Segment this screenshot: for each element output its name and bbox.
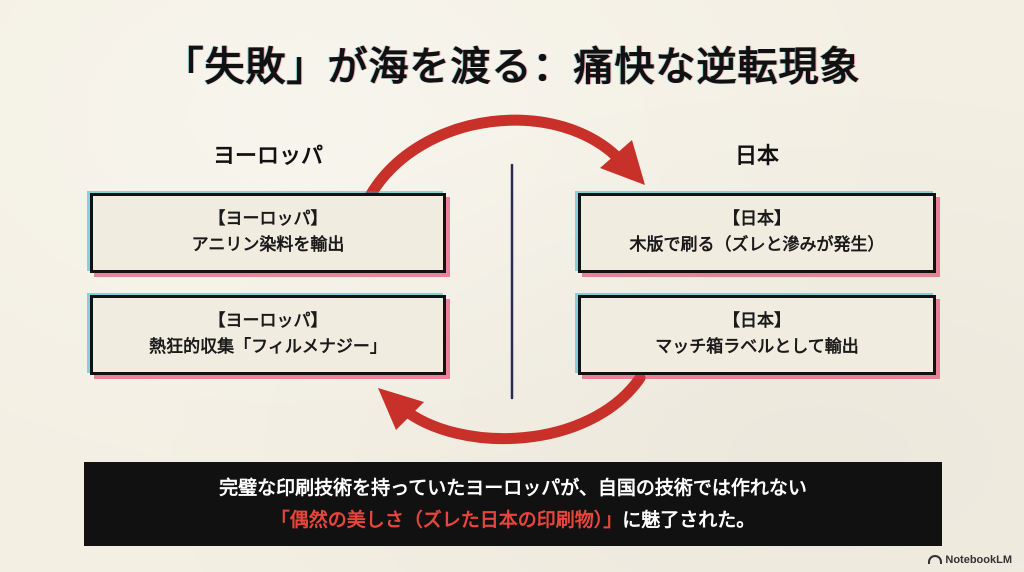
banner-highlight: 「偶然の美しさ（ズレた日本の印刷物）」	[270, 509, 623, 531]
brand-label: NotebookLM	[945, 554, 1012, 566]
japan-box-export: 【日本】 マッチ箱ラベルとして輸出	[578, 295, 936, 375]
banner-line-1: 完璧な印刷技術を持っていたヨーロッパが、自国の技術では作れない	[219, 477, 807, 499]
slide-title: 「失敗」が海を渡る：痛快な逆転現象	[163, 44, 861, 90]
brand-watermark: NotebookLM	[928, 554, 1012, 566]
box-tag: 【ヨーロッパ】	[208, 311, 328, 331]
box-text: 熱狂的収集「フィルメナジー」	[149, 337, 387, 357]
column-heading-europe: ヨーロッパ	[212, 144, 323, 169]
europe-box-collecting: 【ヨーロッパ】 熱狂的収集「フィルメナジー」	[90, 295, 446, 375]
arrow-japan-to-europe	[396, 372, 646, 445]
summary-banner: 完璧な印刷技術を持っていたヨーロッパが、自国の技術では作れない 「偶然の美しさ（…	[84, 462, 942, 546]
japan-box-printing: 【日本】 木版で刷る（ズレと滲みが発生）	[578, 193, 936, 273]
arrow-head-bottom	[378, 388, 424, 430]
banner-line-2-rest: に魅了された。	[622, 509, 756, 531]
box-text: アニリン染料を輸出	[191, 235, 345, 255]
box-tag: 【日本】	[723, 311, 791, 331]
banner-line-2: 「偶然の美しさ（ズレた日本の印刷物）」に魅了された。	[84, 504, 942, 536]
box-tag: 【ヨーロッパ】	[208, 209, 328, 229]
notebooklm-logo-icon	[928, 555, 943, 564]
box-tag: 【日本】	[723, 209, 791, 229]
box-text: マッチ箱ラベルとして輸出	[655, 337, 859, 357]
europe-box-export: 【ヨーロッパ】 アニリン染料を輸出	[90, 193, 446, 273]
column-heading-japan: 日本	[734, 144, 779, 169]
box-text: 木版で刷る（ズレと滲みが発生）	[629, 235, 885, 255]
